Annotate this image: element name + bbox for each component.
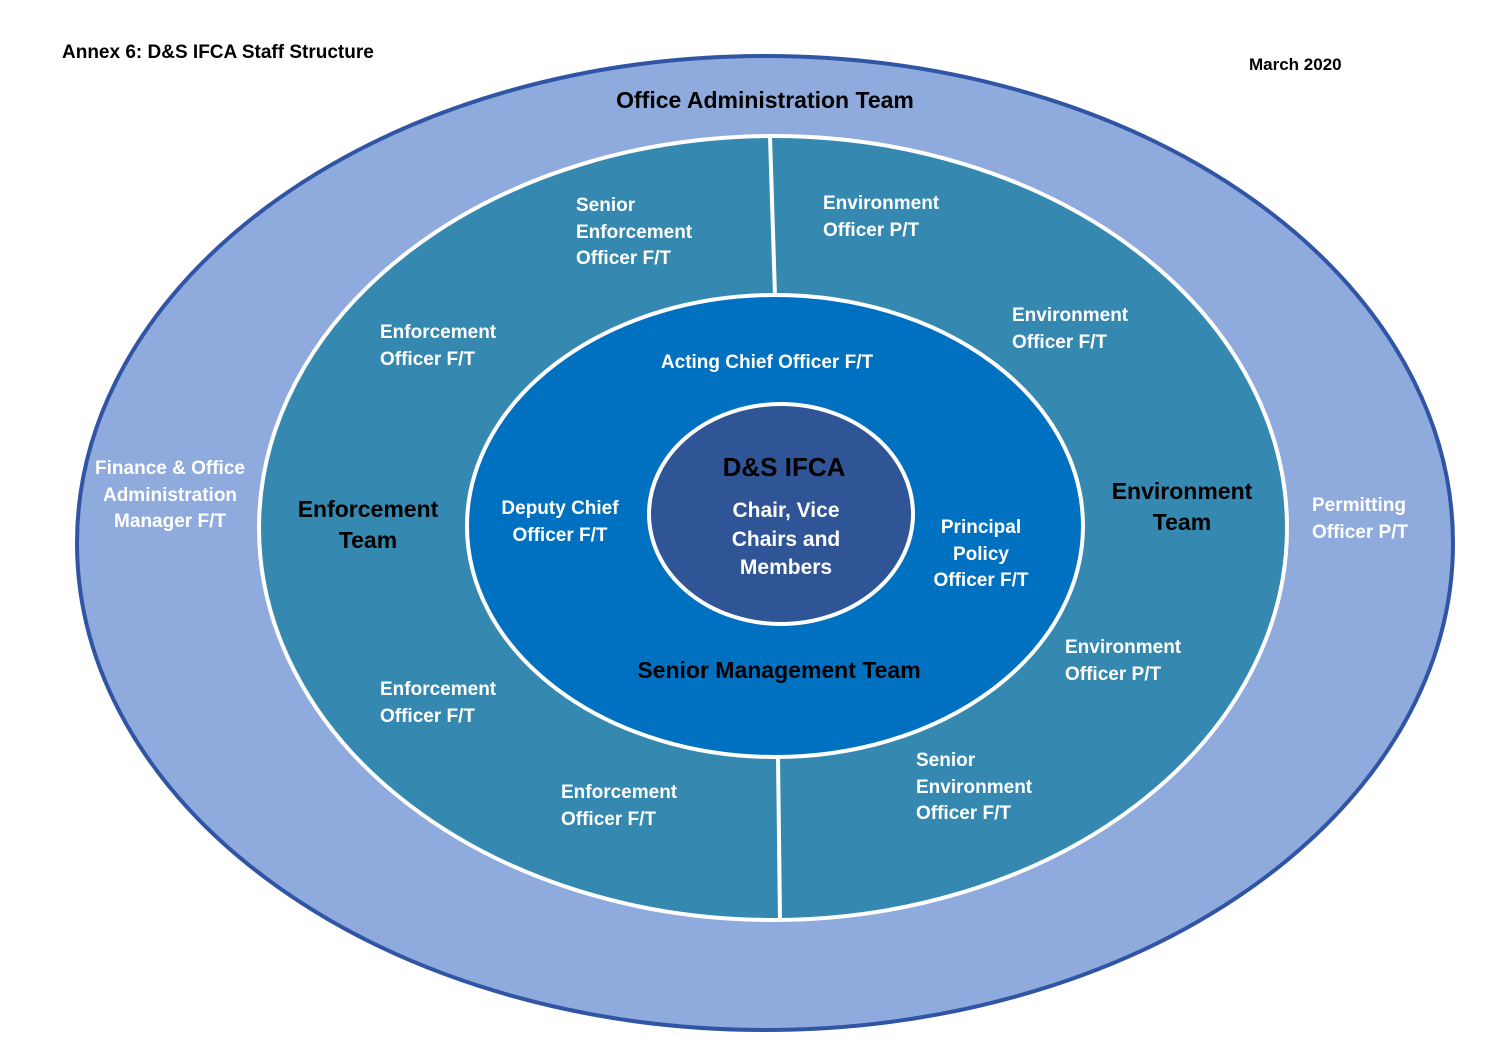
ifca-core-title: D&S IFCA [722, 452, 846, 482]
acting-chief-officer: Acting Chief Officer F/T [660, 352, 874, 373]
principal-policy-officer: Principal Policy Officer F/T [933, 517, 1029, 591]
senior-management-team-label: Senior Management Team [637, 657, 921, 683]
deputy-chief-officer: Deputy Chief Officer F/T [501, 498, 619, 546]
senior-enforcement-officer: Senior Enforcement Officer F/T [576, 195, 693, 269]
ifca-core-members: Chair, Vice Chairs and Members [731, 499, 841, 579]
ifca-core-circle [647, 402, 915, 626]
finance-office-administration-manager: Finance & Office Administration Manager … [95, 458, 245, 532]
bottom-divider-line [776, 755, 782, 921]
document-title: Annex 6: D&S IFCA Staff Structure [62, 42, 374, 63]
permitting-officer: Permitting Officer P/T [1312, 495, 1409, 543]
enforcement-officer-lower: Enforcement Officer F/T [380, 679, 497, 727]
top-divider-line [768, 135, 777, 297]
document-date: March 2020 [1249, 55, 1342, 74]
office-administration-team-label: Office Administration Team [616, 87, 914, 113]
senior-environment-officer: Senior Environment Officer F/T [916, 750, 1033, 824]
enforcement-officer-bottom: Enforcement Officer F/T [561, 782, 678, 830]
enforcement-team-label: Enforcement Team [297, 496, 439, 553]
enforcement-officer-upper: Enforcement Officer F/T [380, 322, 497, 370]
environment-team-label: Environment Team [1111, 478, 1253, 535]
environment-officer-upper: Environment Officer F/T [1012, 305, 1129, 353]
environment-officer-top: Environment Officer P/T [823, 193, 940, 241]
environment-officer-lower: Environment Officer P/T [1065, 637, 1182, 685]
